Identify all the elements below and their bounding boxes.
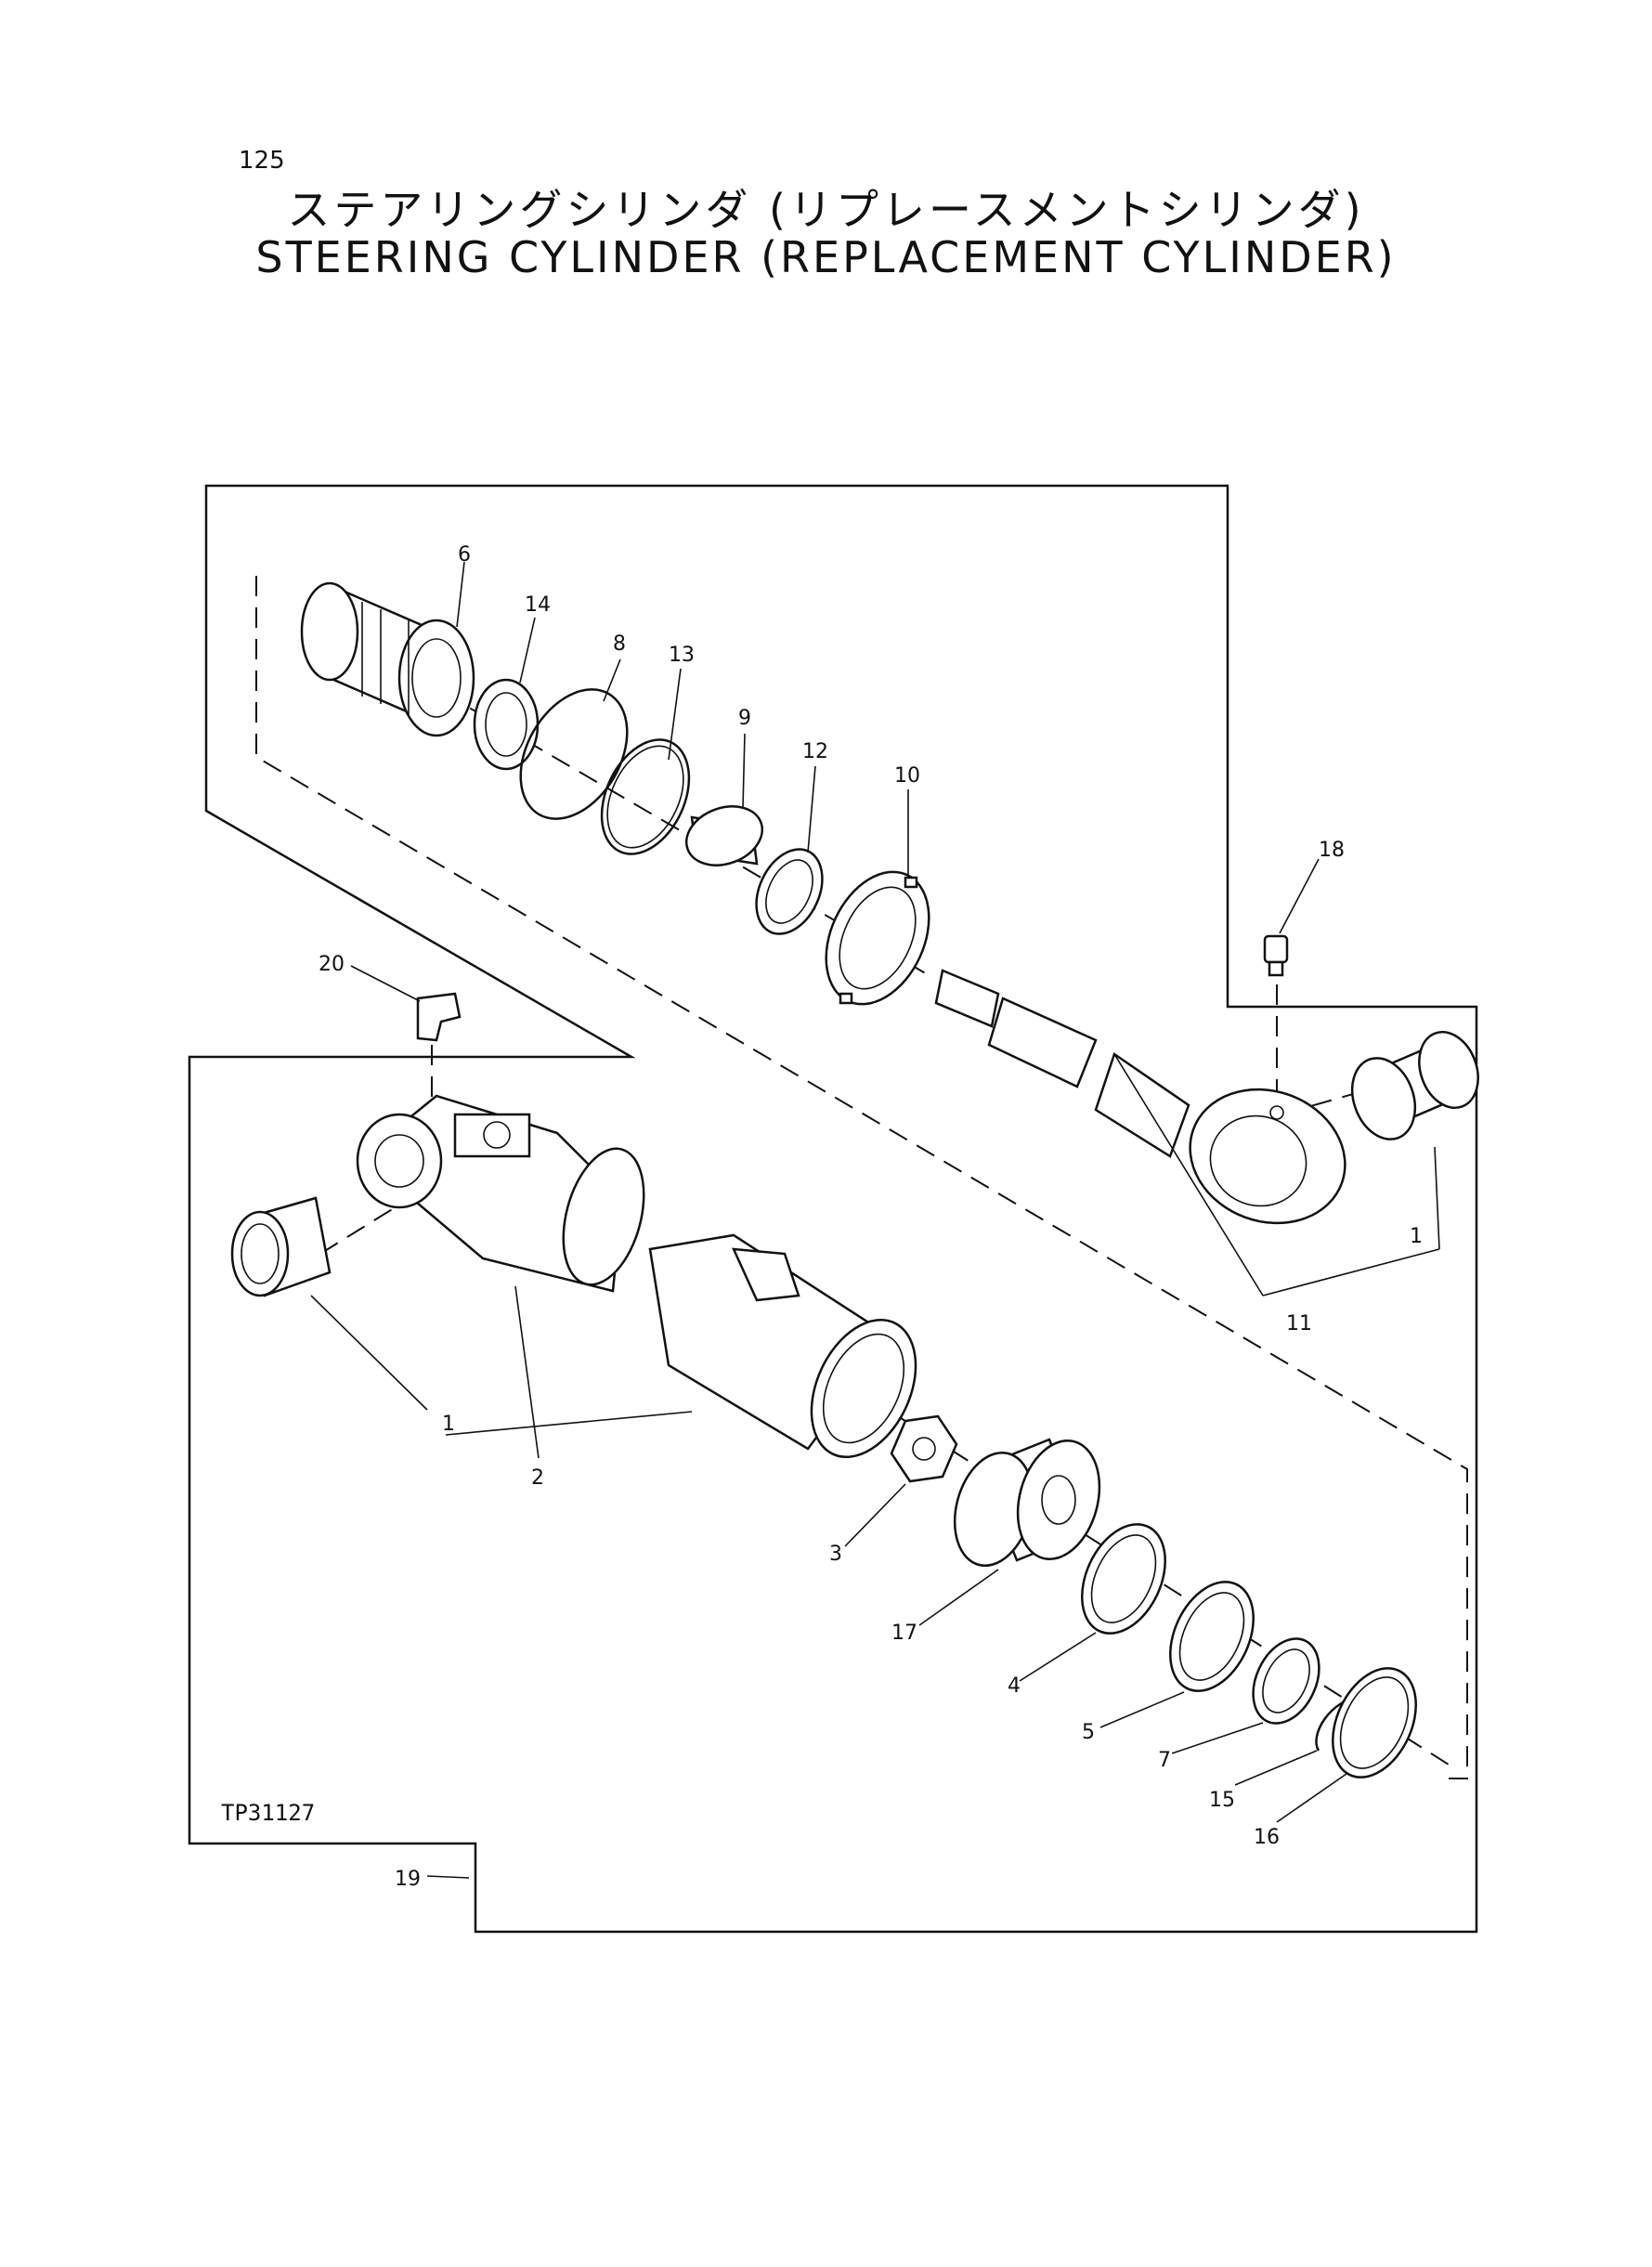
part-16-ring [1332, 1667, 1417, 1778]
part-17-piston [953, 1438, 1101, 1568]
part-2-cylinder-tube [356, 1094, 917, 1459]
part-6-cylinder-head [300, 581, 475, 737]
page-number: 125 [239, 147, 285, 175]
callout-10: 10 [894, 764, 920, 788]
part-1-bushing-left [230, 1196, 332, 1297]
callout-12: 12 [802, 740, 828, 763]
part-10-lock-nut [825, 870, 930, 1006]
part-1-bushing-right [1350, 1030, 1479, 1140]
part-11-piston-rod [934, 969, 1346, 1225]
callout-2: 2 [531, 1466, 544, 1490]
part-8-o-ring [519, 688, 629, 820]
title-japanese: ステアリングシリンダ (リプレースメントシリンダ) [287, 185, 1365, 235]
part-20-elbow-fitting [416, 992, 462, 1042]
leader-lines [310, 561, 1440, 1879]
part-14-seal-ring [473, 678, 540, 771]
callout-1-right: 1 [1410, 1225, 1423, 1248]
reference-code: TP31127 [221, 1800, 315, 1826]
part-4-wear-ring [1081, 1523, 1166, 1635]
callout-16: 16 [1254, 1826, 1280, 1849]
assembly-frame-outline [188, 484, 1478, 1934]
part-12-ring [755, 848, 824, 935]
part-9-bushing [684, 805, 764, 866]
callout-6: 6 [458, 543, 471, 567]
title-english: STEERING CYLINDER (REPLACEMENT CYLINDER) [255, 232, 1397, 282]
part-7-backup-ring [1252, 1637, 1320, 1725]
callout-11: 11 [1286, 1312, 1312, 1335]
callout-3: 3 [829, 1543, 842, 1566]
callout-17: 17 [891, 1622, 917, 1645]
callout-20: 20 [319, 953, 345, 976]
callout-4: 4 [1008, 1674, 1021, 1698]
callout-13: 13 [669, 644, 695, 667]
part-18-grease-fitting [1263, 934, 1289, 977]
part-3-nut [890, 1414, 958, 1483]
callout-9: 9 [738, 707, 751, 730]
callout-14: 14 [525, 593, 551, 617]
part-5-seal-ring [1169, 1581, 1255, 1692]
callout-1-left: 1 [442, 1413, 455, 1436]
callout-18: 18 [1319, 839, 1345, 862]
callout-15: 15 [1209, 1789, 1235, 1812]
callout-5: 5 [1082, 1721, 1095, 1744]
callout-7: 7 [1158, 1749, 1171, 1772]
callout-8: 8 [613, 632, 626, 656]
sub-assembly-dashed-boundary [255, 576, 1468, 1779]
callout-19: 19 [395, 1868, 421, 1891]
